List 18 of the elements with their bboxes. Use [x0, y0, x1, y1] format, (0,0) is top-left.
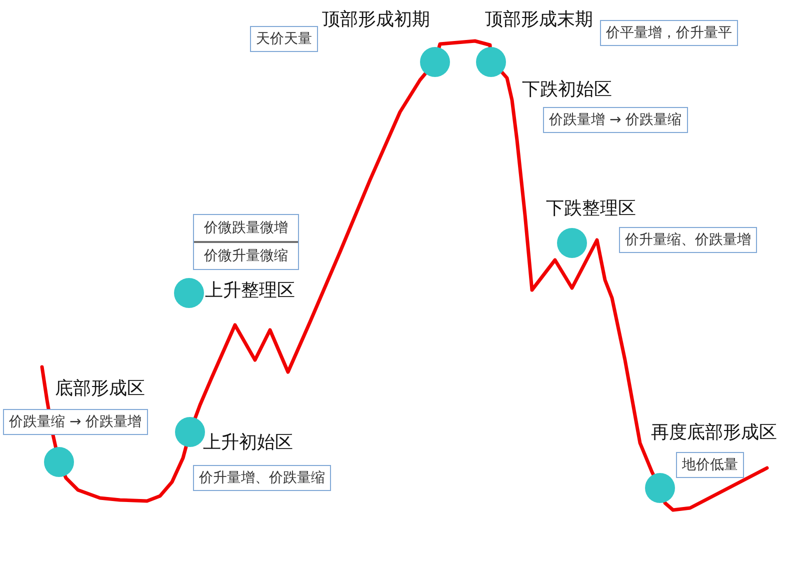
zone-title: 上升初始区 — [203, 431, 293, 455]
zone-title: 顶部形成末期 — [485, 8, 593, 32]
annotation-box: 价跌量缩 → 价跌量增 — [3, 409, 148, 435]
zone-title: 顶部形成初期 — [322, 8, 430, 32]
annotation-text: 价微升量微缩 — [203, 247, 289, 266]
zone-title: 再度底部形成区 — [651, 421, 777, 445]
annotation-text: 价微跌量微增 — [194, 215, 298, 243]
annotation-box: 价跌量增 → 价跌量缩 — [543, 107, 688, 133]
annotation-box: 地价低量 — [676, 452, 744, 478]
annotation-box: 价升量增、价跌量缩 — [193, 465, 331, 491]
zone-title: 上升整理区 — [205, 279, 295, 303]
zone-title: 底部形成区 — [55, 377, 145, 401]
zone-title: 下跌整理区 — [546, 197, 636, 221]
annotation-box: 天价天量 — [250, 26, 318, 52]
annotation-box — [193, 214, 299, 270]
zone-title: 下跌初始区 — [522, 78, 612, 102]
annotation-box: 价升量缩、价跌量增 — [619, 227, 757, 253]
annotation-box: 价平量增，价升量平 — [600, 20, 738, 46]
